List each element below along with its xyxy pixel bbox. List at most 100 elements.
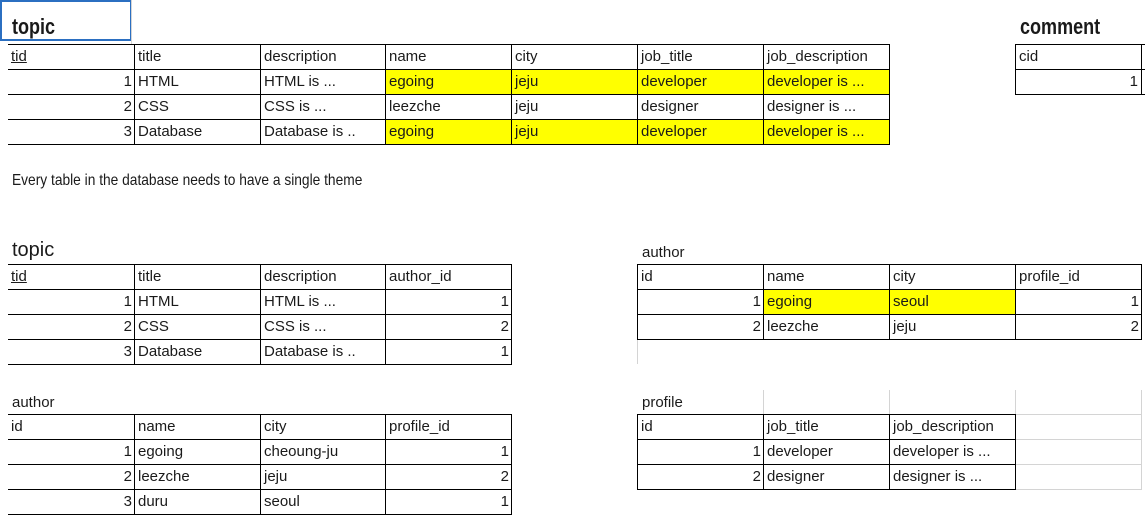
table-border: [889, 44, 890, 145]
topic-full-cell[interactable]: Database is ..: [264, 123, 356, 140]
topic-header-author-id[interactable]: author_id: [389, 268, 452, 285]
topic-full-cell[interactable]: 2: [123, 98, 132, 115]
topic-full-cell[interactable]: Database: [138, 123, 203, 140]
topic-full-cell-highlighted[interactable]: developer: [638, 120, 764, 145]
topic-full-header-name[interactable]: name: [389, 48, 427, 65]
author-left-header-id[interactable]: id: [11, 418, 23, 435]
topic-cell[interactable]: 2: [123, 318, 132, 335]
comment-sheet-heading[interactable]: comment: [1020, 14, 1101, 39]
topic-full-header-job-description[interactable]: job_description: [767, 48, 868, 65]
author-right-cell[interactable]: 2: [1130, 318, 1139, 335]
topic-cell[interactable]: CSS is ...: [264, 318, 327, 335]
author-left-cell[interactable]: 2: [123, 468, 132, 485]
profile-cell[interactable]: developer: [767, 443, 833, 460]
author-right-heading[interactable]: author: [642, 244, 685, 261]
profile-header-job-description[interactable]: job_description: [893, 418, 994, 435]
author-right-cell-highlighted[interactable]: egoing: [764, 290, 890, 315]
comment-header-cid[interactable]: cid: [1019, 48, 1039, 65]
author-left-heading[interactable]: author: [12, 394, 55, 411]
table-border: [134, 414, 135, 515]
author-left-cell[interactable]: egoing: [138, 443, 184, 460]
author-left-cell[interactable]: 1: [500, 493, 509, 510]
topic-full-cell-highlighted[interactable]: developer is ...: [764, 70, 890, 95]
author-right-header-city[interactable]: city: [893, 268, 916, 285]
topic-full-cell[interactable]: designer is ...: [767, 98, 857, 115]
author-right-cell[interactable]: jeju: [893, 318, 917, 335]
gridline: [763, 390, 764, 414]
topic-full-cell-highlighted[interactable]: jeju: [512, 120, 638, 145]
author-right-cell[interactable]: leezche: [767, 318, 819, 335]
topic-cell[interactable]: 1: [500, 293, 509, 310]
gridline: [889, 390, 890, 414]
profile-heading[interactable]: profile: [642, 394, 683, 411]
topic-full-cell[interactable]: designer: [641, 98, 699, 115]
topic-table-heading[interactable]: topic: [12, 239, 55, 261]
author-left-cell[interactable]: jeju: [264, 468, 288, 485]
topic-full-cell-highlighted[interactable]: egoing: [386, 120, 512, 145]
topic-cell[interactable]: 2: [500, 318, 509, 335]
topic-full-cell-highlighted[interactable]: egoing: [386, 70, 512, 95]
profile-cell[interactable]: developer is ...: [893, 443, 991, 460]
author-right-cell[interactable]: 1: [1130, 293, 1139, 310]
topic-full-cell[interactable]: HTML is ...: [264, 73, 336, 90]
topic-full-cell[interactable]: 3: [123, 123, 132, 140]
profile-cell[interactable]: designer is ...: [893, 468, 983, 485]
topic-full-header-job-title[interactable]: job_title: [641, 48, 693, 65]
topic-full-header-description[interactable]: description: [264, 48, 337, 65]
table-border: [8, 119, 890, 120]
author-right-cell[interactable]: 1: [752, 293, 761, 310]
profile-cell[interactable]: 2: [752, 468, 761, 485]
author-left-header-profile-id[interactable]: profile_id: [389, 418, 450, 435]
topic-cell[interactable]: HTML: [138, 293, 179, 310]
topic-full-cell[interactable]: HTML: [138, 73, 179, 90]
author-left-header-name[interactable]: name: [138, 418, 176, 435]
table-border: [1015, 264, 1016, 340]
author-left-cell[interactable]: seoul: [264, 493, 300, 510]
profile-cell[interactable]: 1: [752, 443, 761, 460]
author-left-cell[interactable]: 3: [123, 493, 132, 510]
topic-full-cell[interactable]: CSS is ...: [264, 98, 327, 115]
topic-full-header-tid[interactable]: tid: [11, 48, 27, 65]
author-left-header-city[interactable]: city: [264, 418, 287, 435]
topic-full-cell-highlighted[interactable]: jeju: [512, 70, 638, 95]
profile-header-id[interactable]: id: [641, 418, 653, 435]
note-text[interactable]: Every table in the database needs to hav…: [12, 172, 363, 189]
author-left-cell[interactable]: 1: [500, 443, 509, 460]
topic-cell[interactable]: 3: [123, 343, 132, 360]
profile-header-job-title[interactable]: job_title: [767, 418, 819, 435]
topic-cell[interactable]: CSS: [138, 318, 169, 335]
author-left-cell[interactable]: duru: [138, 493, 169, 510]
topic-full-cell[interactable]: jeju: [515, 98, 539, 115]
topic-full-cell[interactable]: CSS: [138, 98, 169, 115]
topic-header-description[interactable]: description: [264, 268, 337, 285]
topic-full-cell-highlighted[interactable]: developer: [638, 70, 764, 95]
topic-full-header-title[interactable]: title: [138, 48, 162, 65]
topic-cell[interactable]: 1: [123, 293, 132, 310]
gridline: [1016, 414, 1142, 415]
topic-cell[interactable]: HTML is ...: [264, 293, 336, 310]
author-right-header-id[interactable]: id: [641, 268, 653, 285]
author-left-cell[interactable]: cheoung-ju: [264, 443, 339, 460]
author-left-cell[interactable]: 2: [500, 468, 509, 485]
table-border: [8, 144, 890, 145]
topic-sheet-heading[interactable]: topic: [12, 14, 56, 39]
table-border: [385, 414, 386, 515]
table-border: [638, 339, 1142, 340]
comment-cell[interactable]: 1: [1129, 73, 1138, 90]
author-right-header-profile-id[interactable]: profile_id: [1019, 268, 1080, 285]
topic-header-title[interactable]: title: [138, 268, 162, 285]
author-right-header-name[interactable]: name: [767, 268, 805, 285]
topic-full-cell[interactable]: leezche: [389, 98, 441, 115]
topic-full-header-city[interactable]: city: [515, 48, 538, 65]
author-left-cell[interactable]: leezche: [138, 468, 190, 485]
author-right-cell[interactable]: 2: [752, 318, 761, 335]
profile-cell[interactable]: designer: [767, 468, 825, 485]
topic-full-cell-highlighted[interactable]: developer is ...: [764, 120, 890, 145]
author-right-cell-highlighted[interactable]: seoul: [890, 290, 1016, 315]
topic-header-tid[interactable]: tid: [11, 268, 27, 285]
topic-cell[interactable]: Database: [138, 343, 203, 360]
topic-cell[interactable]: 1: [500, 343, 509, 360]
topic-cell[interactable]: Database is ..: [264, 343, 356, 360]
author-left-cell[interactable]: 1: [123, 443, 132, 460]
topic-full-cell[interactable]: 1: [123, 73, 132, 90]
